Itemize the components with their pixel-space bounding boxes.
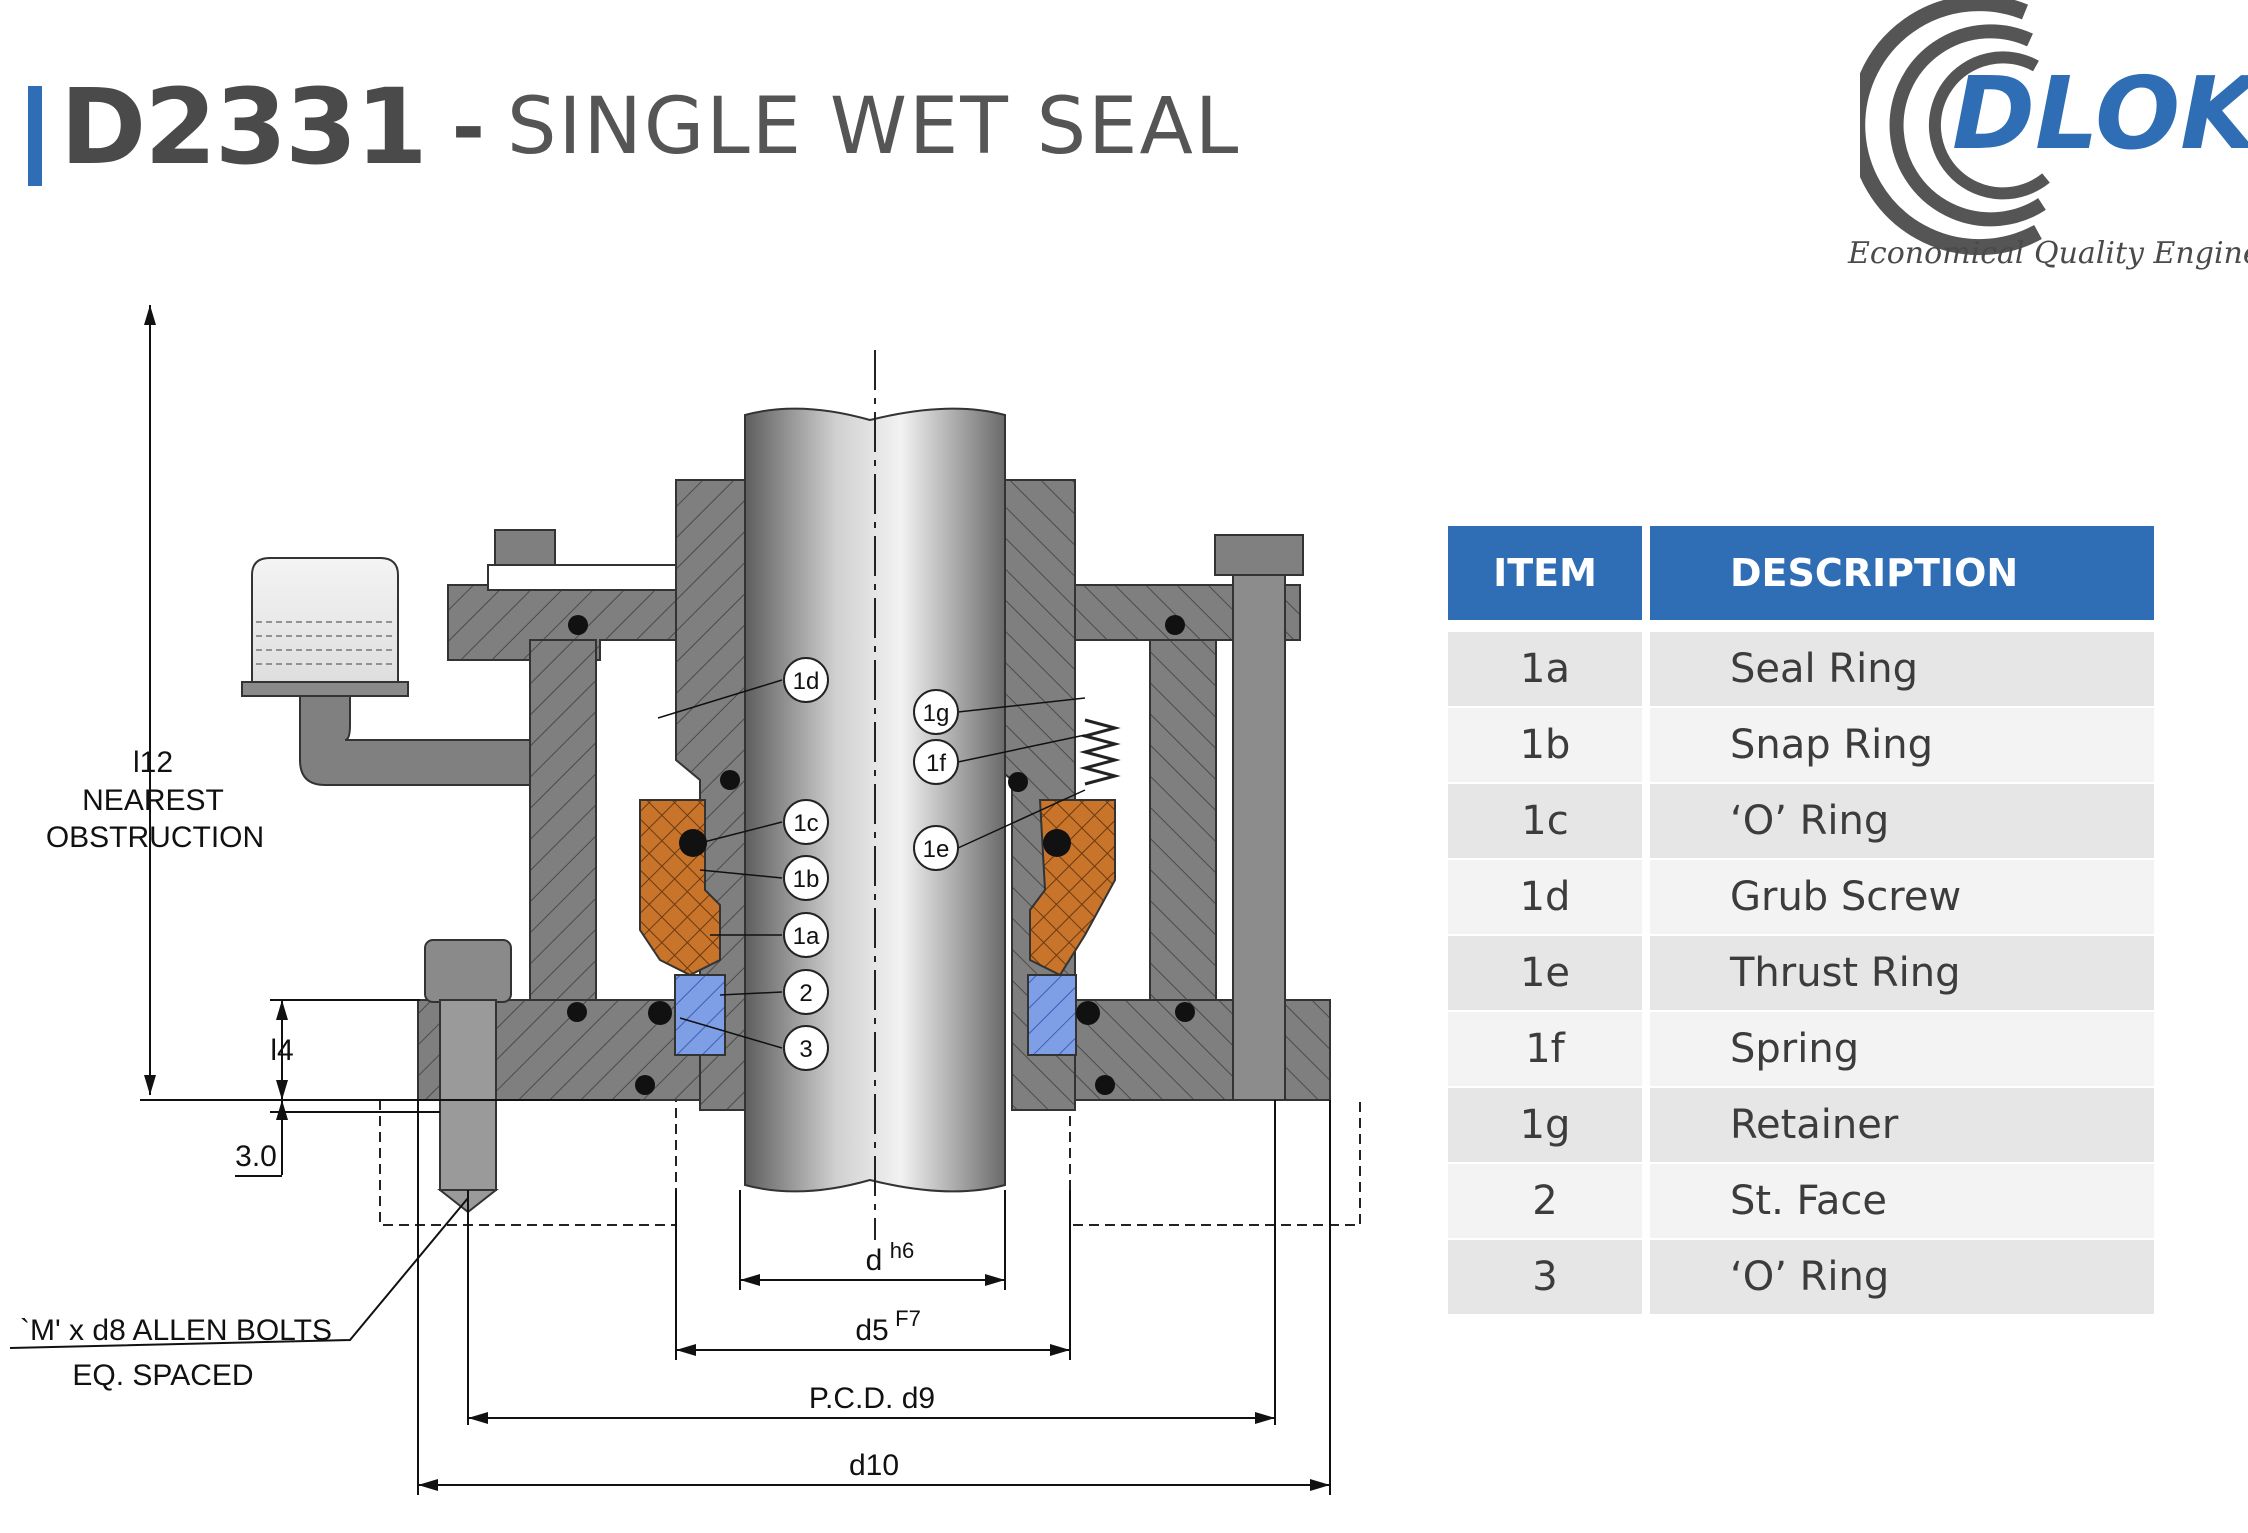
description-cell: ‘O’ Ring [1650, 1240, 2154, 1314]
logo-text: DLOK [1952, 55, 2248, 172]
dim-d-sup: h6 [890, 1238, 914, 1263]
table-row: 2 St. Face [1448, 1164, 2154, 1238]
mounting-outline [379, 1100, 1361, 1226]
table-row: 1d Grub Screw [1448, 860, 2154, 934]
l12-note-line2: OBSTRUCTION [46, 821, 264, 854]
callout-leaders [657, 679, 1086, 1049]
svg-text:3: 3 [799, 1036, 812, 1063]
spring [1079, 718, 1121, 786]
description-cell: ‘O’ Ring [1650, 784, 2154, 858]
description-cell: Thrust Ring [1650, 936, 2154, 1010]
callout-1f: 1f [913, 739, 959, 785]
callout-1a: 1a [783, 912, 829, 958]
dim-d-label: d [866, 1244, 883, 1277]
bolt-note-line1: `M' x d8 ALLEN BOLTS [20, 1314, 332, 1347]
allen-bolt [424, 939, 512, 1214]
callout-1c: 1c [783, 799, 829, 845]
stationary-face-left [674, 974, 726, 1056]
stationary-face-right [1027, 974, 1077, 1056]
item-cell: 1a [1448, 632, 1642, 706]
svg-text:1a: 1a [793, 923, 820, 950]
callout-1e: 1e [913, 825, 959, 871]
item-cell: 2 [1448, 1164, 1642, 1238]
callout-1d: 1d [783, 657, 829, 703]
quench-pot [241, 557, 531, 786]
description-cell: Spring [1650, 1012, 2154, 1086]
callout-3: 3 [783, 1025, 829, 1071]
dim-l12-label: l12 [133, 746, 173, 779]
svg-text:1e: 1e [923, 836, 950, 863]
bolt-note-line2: EQ. SPACED [72, 1359, 253, 1392]
l12-note-line1: NEAREST [82, 784, 224, 817]
product-code: D2331 [60, 66, 428, 188]
o-rings [567, 615, 1195, 1095]
callouts: 1d 1c 1b 1a 2 3 1g 1f 1e [783, 657, 959, 1071]
tagline: Economical Quality Engineering [1848, 236, 2248, 271]
description-cell: Seal Ring [1650, 632, 2154, 706]
table-row: 1g Retainer [1448, 1088, 2154, 1162]
table-row: 3 ‘O’ Ring [1448, 1240, 2154, 1314]
item-cell: 1g [1448, 1088, 1642, 1162]
item-cell: 1d [1448, 860, 1642, 934]
svg-text:1d: 1d [793, 668, 820, 695]
table-row: 1c ‘O’ Ring [1448, 784, 2154, 858]
callout-1b: 1b [783, 855, 829, 901]
dlok-logo: DLOK [1860, 0, 2248, 256]
description-cell: Retainer [1650, 1088, 2154, 1162]
bolt-leader [9, 1197, 469, 1349]
dim-d5-label: d5 [855, 1314, 888, 1347]
header-description: DESCRIPTION [1650, 526, 2154, 620]
item-cell: 1b [1448, 708, 1642, 782]
dim-d10-label: d10 [849, 1449, 899, 1482]
seal-cross-section-drawing: 1d 1c 1b 1a 2 3 1g 1f 1e l12 NEAREST OBS… [9, 305, 1361, 1495]
header-item: ITEM [1448, 526, 1642, 620]
callout-2: 2 [783, 969, 829, 1015]
dim-3-label: 3.0 [235, 1140, 277, 1173]
svg-text:1g: 1g [923, 700, 950, 727]
description-cell: Snap Ring [1650, 708, 2154, 782]
svg-text:2: 2 [799, 980, 812, 1007]
description-cell: Grub Screw [1650, 860, 2154, 934]
table-row: 1f Spring [1448, 1012, 2154, 1086]
title-accent-bar [28, 86, 42, 186]
title-separator: - [451, 80, 485, 174]
item-cell: 1c [1448, 784, 1642, 858]
table-header: ITEM DESCRIPTION [1448, 526, 2154, 620]
description-cell: St. Face [1650, 1164, 2154, 1238]
callout-1g: 1g [913, 689, 959, 735]
dim-d5-sup: F7 [895, 1306, 921, 1331]
svg-text:1f: 1f [926, 750, 946, 777]
dim-l4-label: l4 [270, 1034, 293, 1067]
parts-table: ITEM DESCRIPTION 1a Seal Ring 1b Snap Ri… [1448, 526, 2154, 1316]
item-cell: 1f [1448, 1012, 1642, 1086]
product-name: SINGLE WET SEAL [506, 82, 1241, 172]
dim-pcd-label: P.C.D. d9 [809, 1382, 935, 1415]
svg-text:1c: 1c [793, 810, 818, 837]
item-cell: 1e [1448, 936, 1642, 1010]
table-row: 1b Snap Ring [1448, 708, 2154, 782]
item-cell: 3 [1448, 1240, 1642, 1314]
table-row: 1a Seal Ring [1448, 632, 2154, 706]
table-row: 1e Thrust Ring [1448, 936, 2154, 1010]
svg-text:1b: 1b [793, 866, 820, 893]
page-title: D2331 - SINGLE WET SEAL [60, 62, 1240, 192]
